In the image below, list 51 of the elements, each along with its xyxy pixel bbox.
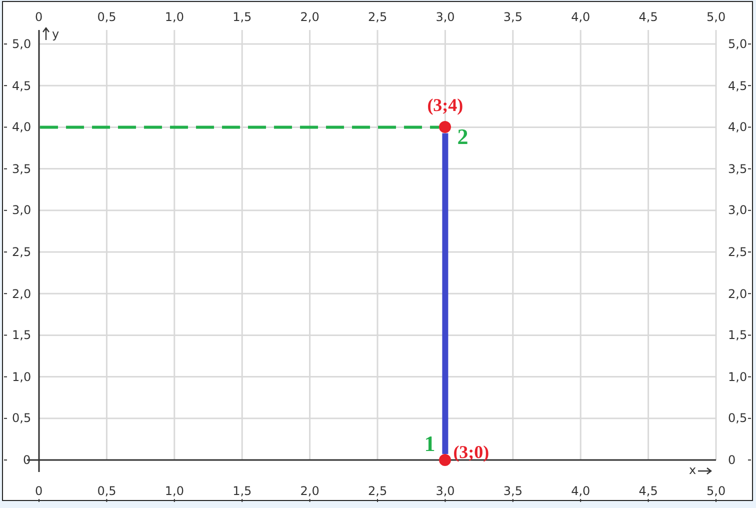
- tick-label: 1,5: [232, 10, 252, 24]
- coordinate-label: (3;4): [427, 95, 464, 116]
- coordinate-label: (3;0): [453, 442, 490, 462]
- tick-label: 4,0: [571, 10, 590, 24]
- tick-label: 4,0: [571, 484, 590, 498]
- tick-label: 4,5: [638, 484, 658, 498]
- tick-label: 1,5: [12, 328, 32, 342]
- tick-label: 4,0: [728, 120, 748, 134]
- tick-label: 5,0: [706, 484, 726, 498]
- tick-label: 5,0: [12, 37, 32, 51]
- tick-label: 0,5: [12, 411, 32, 426]
- tick-label: 3,0: [12, 203, 32, 218]
- tick-label: 1,0: [164, 10, 184, 24]
- tick-label: 2,0: [300, 484, 320, 498]
- tick-label: 2,5: [368, 10, 388, 24]
- tick-label: 3,5: [503, 484, 522, 498]
- tick-label: 3,0: [436, 484, 455, 498]
- tick-label: 1,0: [12, 370, 32, 384]
- tick-label: 4,0: [12, 120, 32, 134]
- tick-label: 1,5: [728, 328, 748, 342]
- tick-label: 3,0: [436, 10, 455, 24]
- tick-label: 2,5: [368, 484, 388, 498]
- point-number: 1: [424, 434, 436, 454]
- tick-label: 3,5: [503, 10, 522, 24]
- tick-label: 3,0: [728, 203, 748, 218]
- tick-label: 0: [35, 10, 43, 24]
- tick-label: 1,0: [164, 484, 184, 498]
- tick-label: 0,5: [97, 484, 116, 498]
- tick-label: 4,5: [728, 78, 748, 93]
- tick-label: 2,0: [12, 286, 32, 301]
- tick-label: 1,5: [232, 484, 252, 498]
- tick-label: 0: [728, 453, 736, 467]
- tick-label: 0: [35, 484, 43, 498]
- axis-label: x: [689, 463, 696, 477]
- tick-label: 4,5: [12, 78, 32, 93]
- dashed-guide-line: [40, 126, 440, 129]
- tick-label: 4,5: [638, 10, 658, 24]
- tick-label: 2,0: [728, 286, 748, 301]
- tick-label: 5,0: [728, 37, 748, 51]
- axis-label: y: [52, 27, 60, 41]
- tick-label: 0,5: [728, 411, 748, 426]
- tick-label: 2,5: [12, 245, 32, 259]
- tick-label: 0,5: [97, 10, 116, 24]
- tick-label: 3,5: [728, 162, 748, 176]
- tick-label: 3,5: [12, 162, 32, 176]
- point-number: 2: [457, 127, 468, 148]
- tick-label: 2,5: [728, 245, 748, 259]
- tick-label: 5,0: [706, 10, 726, 24]
- thick-line-segment: [442, 133, 448, 454]
- tick-label: 2,0: [300, 10, 320, 24]
- tick-label: 1,0: [728, 370, 748, 384]
